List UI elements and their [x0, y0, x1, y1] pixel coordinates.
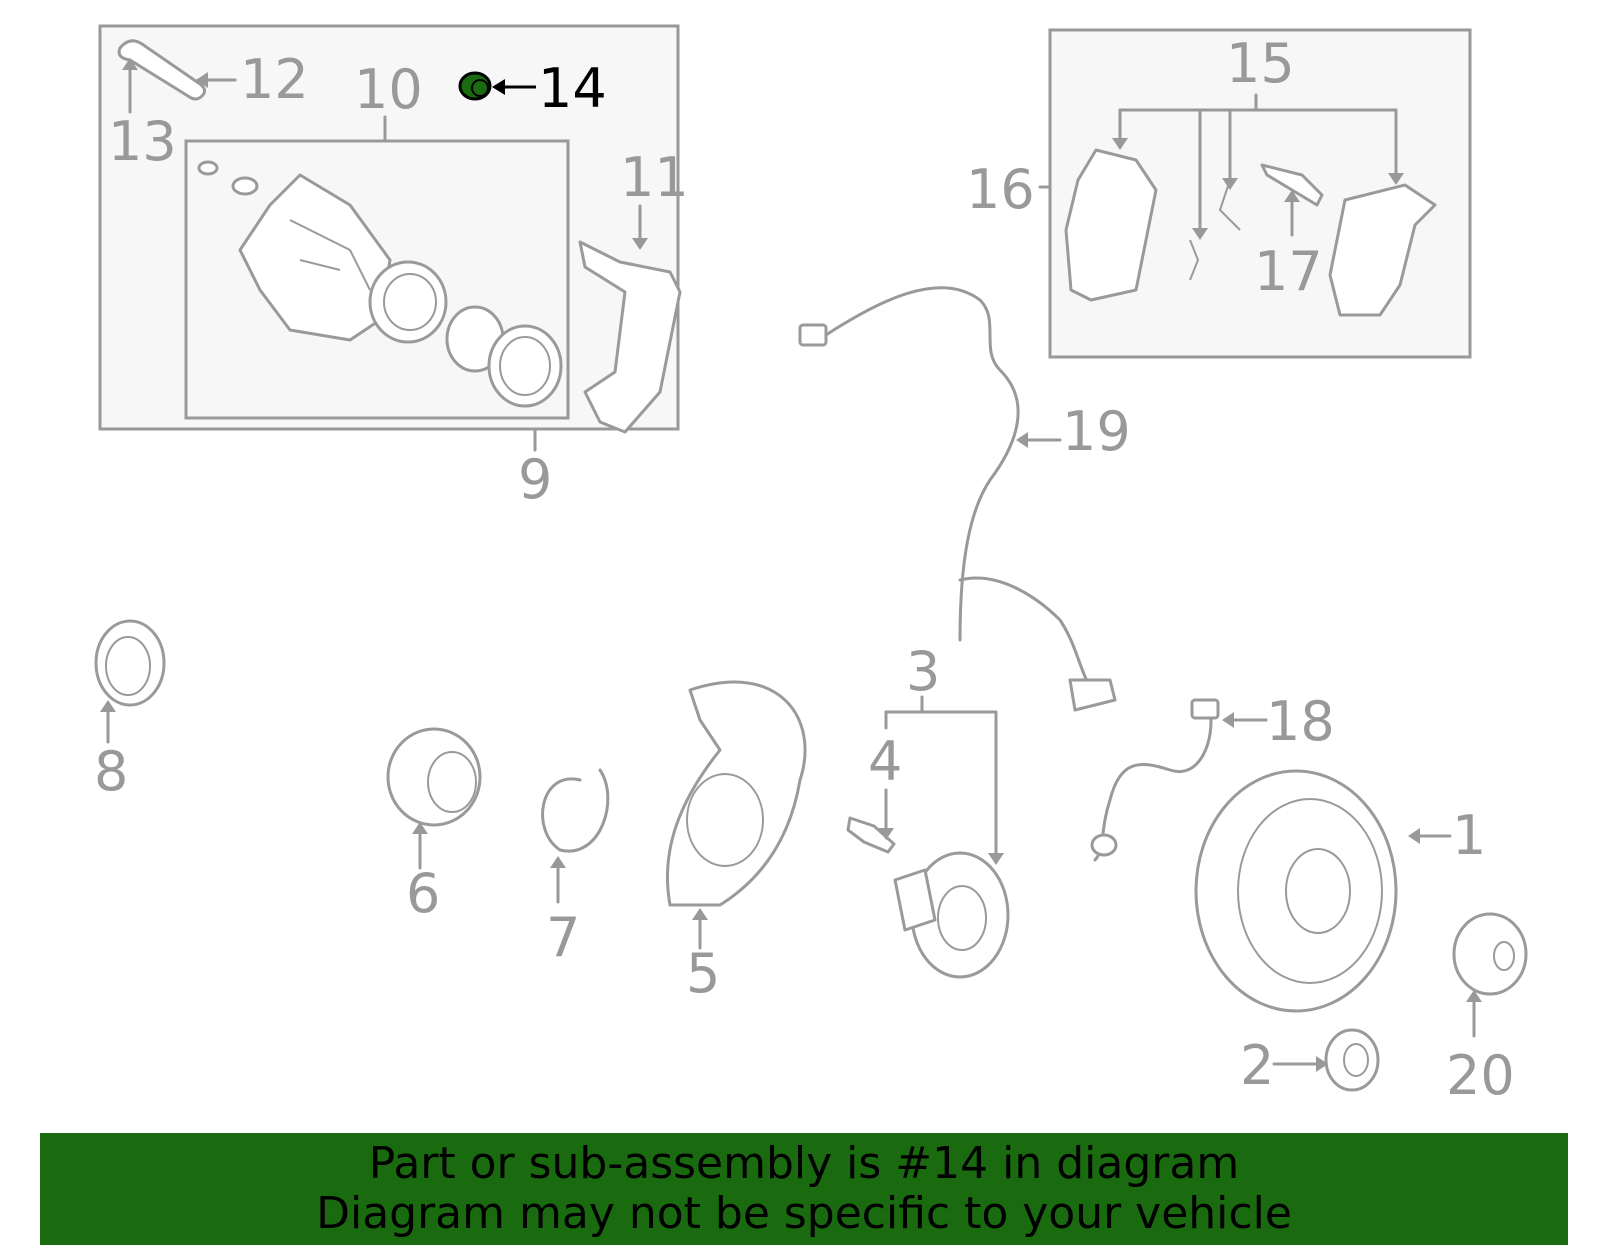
callout-4: 4: [868, 730, 902, 793]
caliper-bracket-part: [578, 204, 682, 434]
banner-line-2: Diagram may not be specific to your vehi…: [316, 1188, 1292, 1239]
brake-rotor-part: [1194, 769, 1452, 1013]
callout-5: 5: [686, 942, 720, 1005]
guide-pin-part: [117, 39, 237, 114]
abs-sensor-part: [798, 286, 1117, 712]
callout-10: 10: [354, 58, 423, 121]
dust-shield-part: [666, 680, 807, 950]
callout-16: 16: [966, 158, 1035, 221]
callout-7: 7: [546, 906, 580, 969]
info-banner: Part or sub-assembly is #14 in diagram D…: [40, 1133, 1568, 1245]
highlighted-bushing-part: [458, 71, 536, 101]
callout-18: 18: [1266, 690, 1335, 753]
brake-pads-part: [1038, 93, 1437, 317]
callout-2: 2: [1240, 1034, 1274, 1097]
callout-1: 1: [1452, 804, 1486, 867]
snap-ring-part: [541, 768, 610, 904]
hub-nut-part: [1272, 1028, 1380, 1092]
callout-3: 3: [906, 640, 940, 703]
callout-8: 8: [94, 740, 128, 803]
callout-11: 11: [620, 146, 689, 209]
wheel-bearing-part: [386, 727, 482, 870]
seal-part: [94, 619, 166, 744]
hub-part: [846, 695, 1010, 979]
callout-9: 9: [518, 448, 552, 511]
callout-19: 19: [1062, 400, 1131, 463]
callout-6: 6: [406, 862, 440, 925]
caliper-part: [197, 160, 563, 408]
banner-line-1: Part or sub-assembly is #14 in diagram: [368, 1138, 1240, 1189]
brake-hose-part: [1090, 698, 1268, 862]
callout-15: 15: [1226, 32, 1295, 95]
callout-17: 17: [1254, 240, 1323, 303]
dust-cap-part: [1452, 912, 1528, 1038]
callout-20: 20: [1446, 1044, 1515, 1107]
callout-13: 13: [108, 110, 177, 173]
callout-12: 12: [240, 48, 309, 111]
callout-14: 14: [538, 57, 607, 120]
